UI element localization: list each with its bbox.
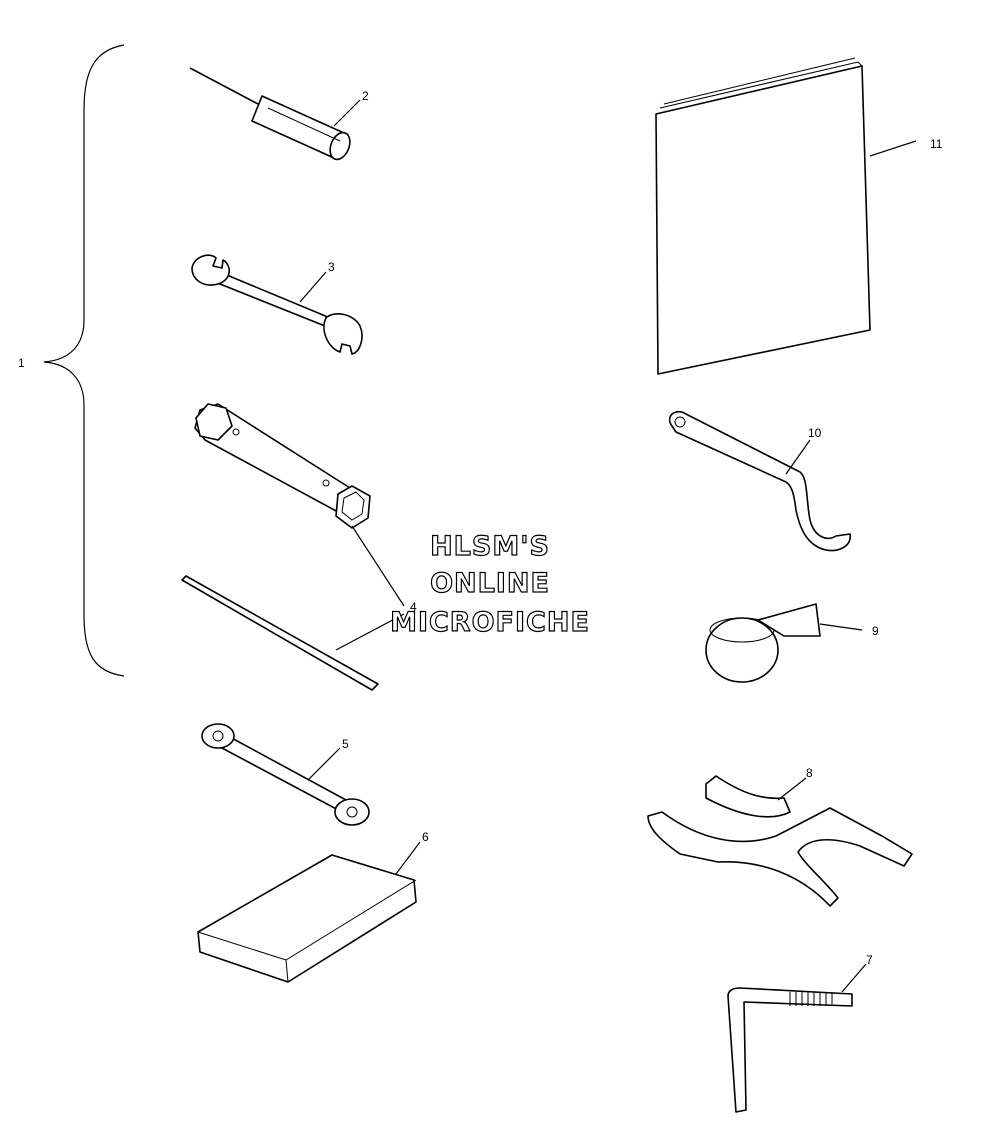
watermark: HLSM'S ONLINE MICROFICHE	[389, 530, 590, 638]
callout-1: 1	[18, 356, 25, 370]
tommy-bar	[181, 575, 379, 691]
callout-10: 10	[808, 426, 822, 440]
screwdriver	[189, 67, 351, 161]
leader-lines	[299, 99, 917, 993]
watermark-line-3: MICROFICHE	[390, 607, 590, 638]
watermark-line-1: HLSM'S	[430, 531, 550, 562]
callout-7: 7	[866, 953, 873, 967]
tape-roll	[705, 603, 821, 683]
callout-3: 3	[328, 260, 335, 274]
hook-spanner	[668, 410, 851, 552]
hex-key	[727, 987, 853, 1113]
hex-key-coil	[789, 992, 833, 1006]
callout-5: 5	[342, 737, 349, 751]
tool-pouch	[197, 854, 417, 983]
clutch-holder	[647, 775, 913, 907]
callout-8: 8	[806, 766, 813, 780]
tube-wrench	[194, 403, 371, 529]
watermark-line-2: ONLINE	[430, 568, 550, 599]
open-end-wrench	[191, 254, 363, 355]
callout-4: 4	[410, 600, 417, 614]
kit-brace	[43, 44, 125, 677]
callout-11: 11	[930, 137, 943, 151]
owners-manual	[655, 57, 871, 375]
callout-2: 2	[362, 89, 369, 103]
ring-spanner	[201, 723, 370, 826]
callout-9: 9	[872, 624, 879, 638]
callout-6: 6	[422, 830, 429, 844]
